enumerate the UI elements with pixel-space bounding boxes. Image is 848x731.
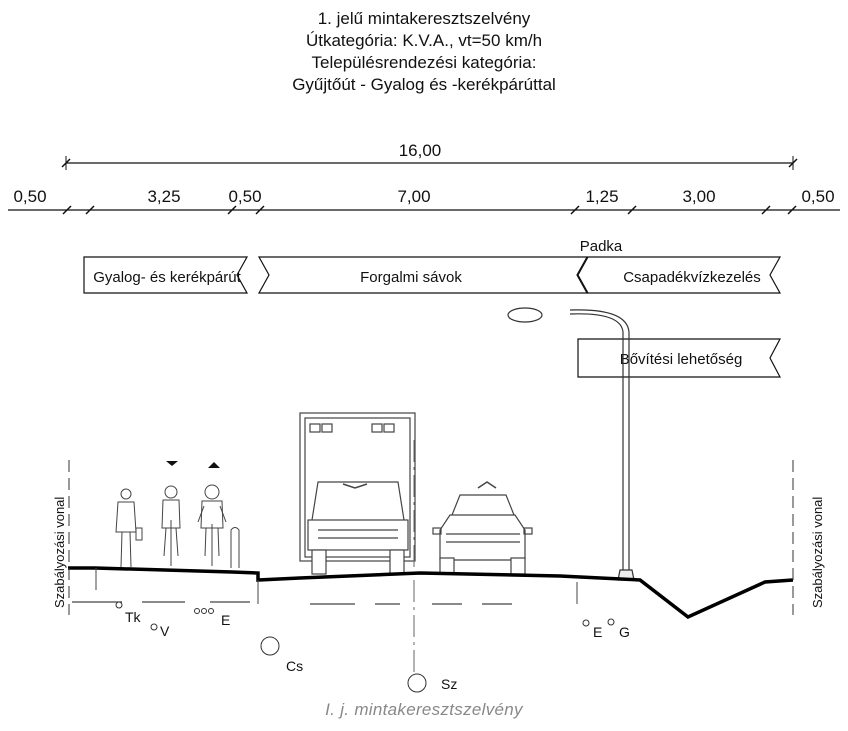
road-category: Útkategória: K.V.A., vt=50 km/h (305, 31, 543, 50)
dim-label-5: 3,00 (682, 187, 715, 206)
dim-label-0: 0,50 (13, 187, 46, 206)
total-dimension: 16,00 (61, 141, 798, 170)
zone-forgalmi-label: Forgalmi sávok (360, 269, 462, 286)
bike-rack-icon (230, 527, 240, 568)
zone-bovitesi-label: Bővítési lehetőség (620, 351, 743, 368)
dim-label-4: 1,25 (585, 187, 618, 206)
zone-padka-label: Padka (580, 238, 623, 255)
right-regulation-line-label: Szabályozási vonal (810, 497, 825, 608)
road-surface (68, 566, 794, 620)
utility-tk-label: Tk (125, 609, 142, 625)
cyclist-icon-1 (161, 485, 181, 566)
utility-markers (115, 601, 615, 693)
utility-sz-label: Sz (441, 676, 457, 692)
left-regulation-line-label: Szabályozási vonal (52, 497, 67, 608)
settlement-category-label: Településrendezési kategória: (311, 53, 537, 72)
dim-label-2: 0,50 (228, 187, 261, 206)
settlement-category-value: Gyűjtőút - Gyalog és -kerékpárúttal (292, 75, 556, 94)
diagram-title: 1. jelű mintakeresztszelvény (317, 9, 531, 28)
zone-gyalog-label: Gyalog- és kerékpárút (93, 269, 241, 286)
car-icon (432, 481, 533, 575)
title-block: 1. jelű mintakeresztszelvény Útkategória… (0, 8, 848, 96)
total-width-label: 16,00 (399, 141, 442, 160)
utility-v-label: V (160, 623, 170, 639)
pedestrian-icon (115, 488, 143, 568)
truck-icon (299, 412, 416, 575)
figure-caption: I. j. mintakeresztszelvény (325, 700, 523, 719)
utility-e-left-label: E (221, 612, 230, 628)
dim-label-6: 0,50 (801, 187, 834, 206)
dim-label-3: 7,00 (397, 187, 430, 206)
zone-csapadek-label: Csapadékvízkezelés (623, 269, 761, 286)
street-light-icon (507, 307, 635, 581)
segment-dimensions: 0,50 3,25 0,50 7,00 1,25 3,00 0,50 (8, 187, 840, 215)
dim-label-1: 3,25 (147, 187, 180, 206)
utility-e-right-label: E (593, 624, 602, 640)
subsurface-layer (72, 601, 512, 605)
utility-g-label: G (619, 624, 630, 640)
utility-cs-label: Cs (286, 658, 303, 674)
cyclist-icon-2 (197, 484, 227, 566)
zone-arrows (83, 256, 782, 378)
birds-icon (166, 461, 220, 468)
